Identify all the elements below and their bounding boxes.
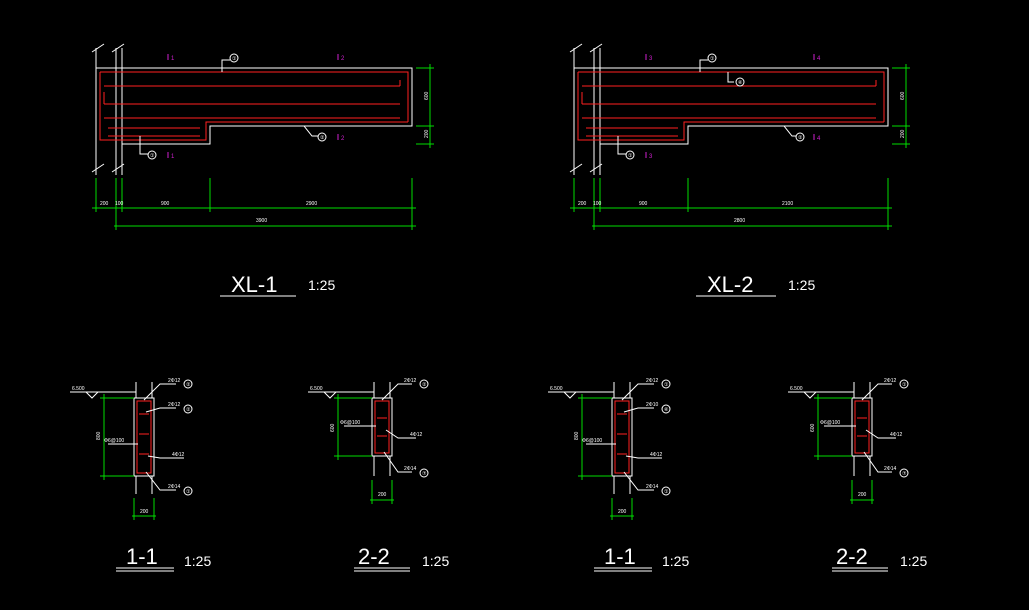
xl1-dim-600: 600 — [424, 91, 430, 100]
xl2-marker-6 — [735, 77, 745, 87]
sec11b-top-marker: ① — [664, 382, 669, 388]
xl2-marker-1-label: ① — [710, 56, 715, 62]
sec11b-side-bar: 4Φ12 — [650, 452, 663, 458]
xl1-dim-900: 900 — [161, 201, 170, 207]
xl1-section-mark: 1 — [171, 56, 175, 62]
xl2-section-mark: 3 — [649, 56, 653, 62]
xl1-dim-200: 200 — [424, 129, 430, 138]
xl2-dim-200: 200 — [900, 129, 906, 138]
sec22b-bottom-bar: 2Φ14 — [884, 466, 897, 472]
xl2-marker-6-label: ⑥ — [738, 80, 743, 86]
xl2-dim-total: 2800 — [734, 218, 745, 224]
beam-xl1-dimensions: 600 200 200 100 900 2900 3900 — [92, 64, 434, 230]
xl2-scale: 1:25 — [788, 277, 815, 293]
beam-xl1-title: XL-1 1:25 — [220, 272, 335, 297]
sec11a-scale: 1:25 — [184, 553, 211, 569]
sec22a-title: 2-2 — [358, 544, 390, 569]
sec11a-width: 200 — [140, 509, 149, 515]
sec11b-elev: 6.500 — [550, 386, 563, 392]
sec11a-side-bar: 4Φ12 — [172, 452, 185, 458]
xl1-marker-3-label: ① — [150, 153, 155, 159]
sec22a-bottom-bar: 2Φ14 — [404, 466, 417, 472]
xl1-dim-100: 100 — [115, 201, 124, 207]
sec11b-bottom-bar: 2Φ14 — [646, 484, 659, 490]
beam-xl2-dimensions: 600 200 200 100 900 2100 2800 — [570, 64, 910, 230]
xl2-dim-200a: 200 — [578, 201, 587, 207]
sec11a-bottom-marker: ① — [186, 489, 191, 495]
sec22b-stirrup: Φ6@100 — [820, 420, 840, 426]
sec11a-title: 1-1 — [126, 544, 158, 569]
xl2-title-text: XL-2 — [707, 272, 753, 297]
section-1-1-a: 6.500 800 200 2Φ12 ② 2Φ12 ② Φ6@100 4Φ12 … — [70, 378, 211, 572]
xl1-section-mark: 1 — [171, 154, 175, 160]
sec22a-bottom-marker: ⑦ — [422, 471, 427, 477]
section-2-2-a: 6.500 600 200 2Φ12 ② Φ6@100 4Φ12 2Φ14 ⑦ … — [308, 378, 449, 572]
sec11b-title: 1-1 — [604, 544, 636, 569]
sec22b-top-bar: 2Φ12 — [884, 378, 897, 384]
sec22b-elev: 6.500 — [790, 386, 803, 392]
beam-xl1-elevation: ① ② ① 1 2 2 1 — [91, 43, 413, 175]
xl2-dim-900: 900 — [639, 201, 648, 207]
xl1-dim-2900: 2900 — [306, 201, 317, 207]
sec22a-scale: 1:25 — [422, 553, 449, 569]
xl1-section-mark: 2 — [341, 56, 345, 62]
sec11b-second-bar: 2Φ10 — [646, 402, 659, 408]
xl1-dim-total: 3900 — [256, 218, 267, 224]
xl1-section-mark: 2 — [341, 136, 345, 142]
sec22b-side-bar: 4Φ12 — [890, 432, 903, 438]
sec11a-second-marker: ② — [186, 407, 191, 413]
xl2-dim-2100: 2100 — [782, 201, 793, 207]
sec11b-width: 200 — [618, 509, 627, 515]
sec11a-height: 800 — [96, 431, 102, 440]
xl2-dim-100: 100 — [593, 201, 602, 207]
sec22a-side-bar: 4Φ12 — [410, 432, 423, 438]
beam-xl2-elevation: ① ⑥ ② ① 3 4 4 3 — [569, 43, 889, 175]
xl1-marker-2 — [317, 132, 327, 142]
beam-xl2-title: XL-2 1:25 — [696, 272, 815, 297]
xl1-marker-3 — [147, 150, 157, 160]
xl2-dim-600: 600 — [900, 91, 906, 100]
xl1-marker-1-label: ① — [232, 56, 237, 62]
section-1-1-b: 6.500 800 200 2Φ12 ① 2Φ10 ⑥ Φ6@100 4Φ12 … — [548, 378, 689, 572]
sec11b-height: 800 — [574, 431, 580, 440]
sec22b-height: 600 — [810, 423, 816, 432]
xl2-marker-2 — [795, 132, 805, 142]
sec22a-height: 600 — [330, 423, 336, 432]
sec22a-width: 200 — [378, 492, 387, 498]
sec11a-top-marker: ② — [186, 382, 191, 388]
sec22a-top-bar: 2Φ12 — [404, 378, 417, 384]
sec22b-bottom-marker: ⑦ — [902, 471, 907, 477]
section-2-2-b: 6.500 600 200 2Φ12 ① Φ6@100 4Φ12 2Φ14 ⑦ … — [788, 378, 927, 572]
sec22b-scale: 1:25 — [900, 553, 927, 569]
sec11a-bottom-bar: 2Φ14 — [168, 484, 181, 490]
xl2-marker-1b — [625, 150, 635, 160]
xl1-dim-200a: 200 — [100, 201, 109, 207]
sec22b-title: 2-2 — [836, 544, 868, 569]
xl1-marker-1 — [229, 53, 239, 63]
sec22a-top-marker: ② — [422, 382, 427, 388]
xl1-scale: 1:25 — [308, 277, 335, 293]
xl1-title-text: XL-1 — [231, 272, 277, 297]
sec11b-top-bar: 2Φ12 — [646, 378, 659, 384]
sec11b-second-marker: ⑥ — [664, 407, 669, 413]
sec11b-scale: 1:25 — [662, 553, 689, 569]
xl2-marker-1 — [707, 53, 717, 63]
sec11a-second-bar: 2Φ12 — [168, 402, 181, 408]
sec11a-elev: 6.500 — [72, 386, 85, 392]
sec22b-width: 200 — [858, 492, 867, 498]
xl2-section-mark: 4 — [817, 56, 821, 62]
sec22b-top-marker: ① — [902, 382, 907, 388]
sec11b-bottom-marker: ① — [664, 489, 669, 495]
sec22a-elev: 6.500 — [310, 386, 323, 392]
sec11a-stirrup: Φ6@100 — [104, 438, 124, 444]
xl2-section-mark: 3 — [649, 154, 653, 160]
xl2-section-mark: 4 — [817, 136, 821, 142]
xl2-marker-2-label: ② — [798, 135, 803, 141]
sec22a-stirrup: Φ6@100 — [340, 420, 360, 426]
xl2-marker-1b-label: ① — [628, 153, 633, 159]
sec11b-stirrup: Φ6@100 — [582, 438, 602, 444]
xl1-marker-2-label: ② — [320, 135, 325, 141]
sec11a-top-bar: 2Φ12 — [168, 378, 181, 384]
